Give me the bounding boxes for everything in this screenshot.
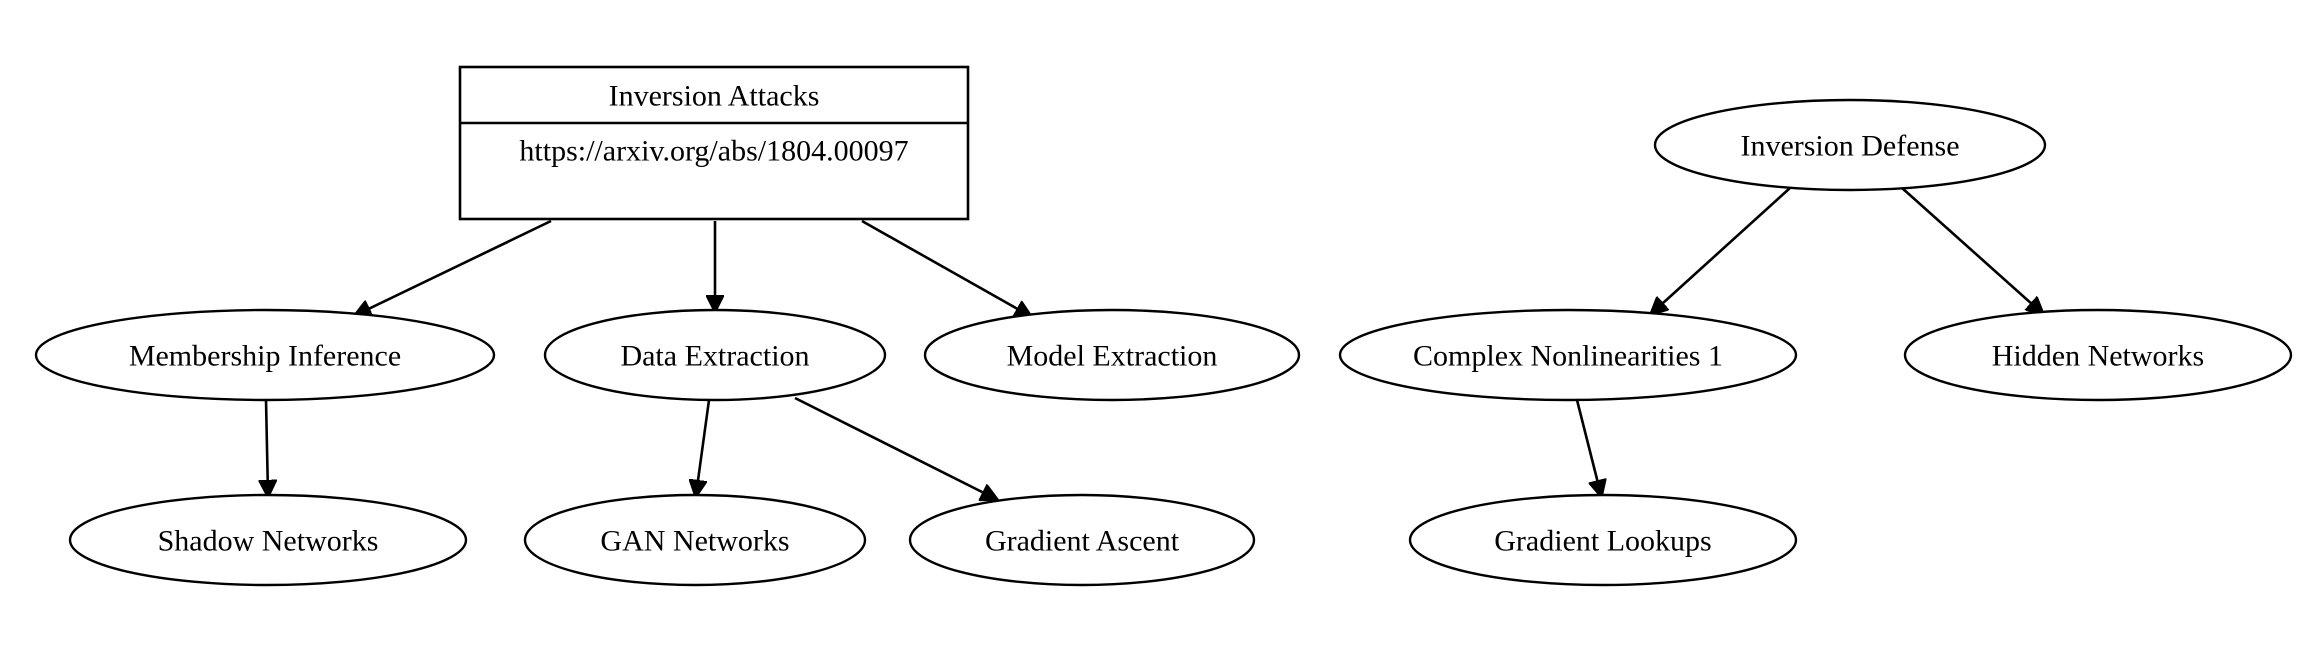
edge-line <box>794 396 996 499</box>
node-data-extraction[interactable]: Data Extraction <box>543 308 887 402</box>
edge-line <box>356 219 552 315</box>
record-box[interactable] <box>458 65 970 221</box>
node-gradient-ascent[interactable]: Gradient Ascent <box>908 493 1256 587</box>
edge-line <box>1901 187 2042 313</box>
edge-line <box>696 399 711 495</box>
node-ellipse[interactable] <box>908 493 1256 587</box>
edge-complex-nonlinearities-1-to-gradient-lookups <box>1575 399 1601 495</box>
edge-membership-inference-to-shadow-networks <box>266 399 268 495</box>
edges-layer <box>266 187 2042 499</box>
edge-inversion-attacks-to-membership-inference <box>356 219 552 315</box>
edge-inversion-defense-to-hidden-networks <box>1901 187 2042 313</box>
node-label: Complex Nonlinearities 1 <box>1413 340 1723 373</box>
edge-inversion-attacks-to-model-extraction <box>861 219 1030 316</box>
nodes-layer: Inversion Attacks https://arxiv.org/abs/1… <box>34 65 2293 587</box>
edge-line <box>266 399 268 495</box>
node-ellipse[interactable] <box>34 308 496 402</box>
node-gan-networks[interactable]: GAN Networks <box>523 493 867 587</box>
node-label: Gradient Lookups <box>1494 525 1711 558</box>
node-inversion-attacks[interactable]: Inversion Attacks https://arxiv.org/abs/1… <box>458 65 970 221</box>
record-subtitle[interactable]: https://arxiv.org/abs/1804.00097 <box>519 135 908 168</box>
node-label: Data Extraction <box>620 340 809 373</box>
node-membership-inference[interactable]: Membership Inference <box>34 308 496 402</box>
edge-data-extraction-to-gradient-ascent <box>794 396 996 499</box>
node-ellipse[interactable] <box>543 308 887 402</box>
node-ellipse[interactable] <box>1653 98 2047 192</box>
node-ellipse[interactable] <box>923 308 1301 402</box>
node-label: Membership Inference <box>129 340 401 373</box>
node-shadow-networks[interactable]: Shadow Networks <box>68 493 468 587</box>
node-label: GAN Networks <box>600 525 789 558</box>
node-label: Shadow Networks <box>158 525 379 558</box>
node-label: Inversion Defense <box>1740 130 1959 163</box>
node-complex-nonlinearities-1[interactable]: Complex Nonlinearities 1 <box>1338 308 1798 402</box>
node-label: Model Extraction <box>1007 340 1218 373</box>
node-ellipse[interactable] <box>523 493 867 587</box>
node-model-extraction[interactable]: Model Extraction <box>923 308 1301 402</box>
node-label: Hidden Networks <box>1992 340 2204 373</box>
node-ellipse[interactable] <box>1338 308 1798 402</box>
node-ellipse[interactable] <box>1903 308 2293 402</box>
node-label: Gradient Ascent <box>985 525 1180 558</box>
node-ellipse[interactable] <box>68 493 468 587</box>
node-ellipse[interactable] <box>1408 493 1798 587</box>
node-gradient-lookups[interactable]: Gradient Lookups <box>1408 493 1798 587</box>
edge-data-extraction-to-gan-networks <box>696 399 711 495</box>
node-hidden-networks[interactable]: Hidden Networks <box>1903 308 2293 402</box>
record-title: Inversion Attacks <box>609 80 820 113</box>
edge-line <box>861 219 1030 316</box>
node-inversion-defense[interactable]: Inversion Defense <box>1653 98 2047 192</box>
edge-line <box>1652 187 1791 313</box>
edge-inversion-defense-to-complex-nonlinearities-1 <box>1652 187 1791 313</box>
edge-line <box>1575 399 1601 495</box>
